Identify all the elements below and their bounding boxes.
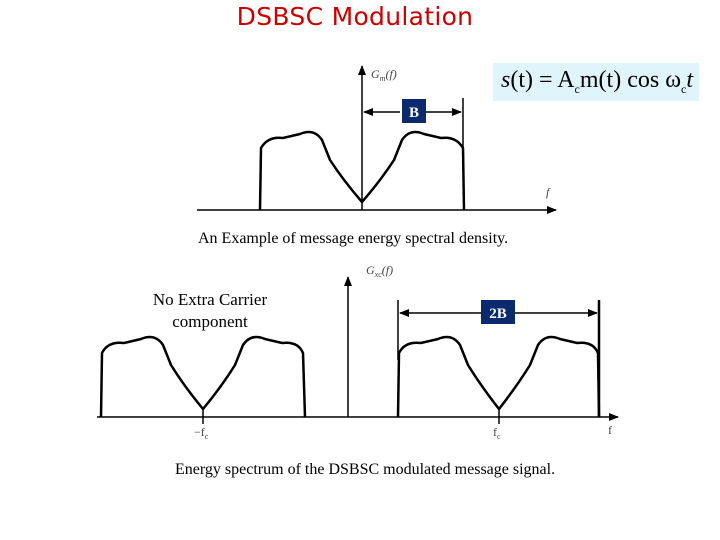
bottom-caption: Energy spectrum of the DSBSC modulated m… [175,461,556,478]
bottom-2b-label: 2B [489,306,507,322]
no-carrier-note: No Extra Carrier component [120,289,300,333]
bottom-x-axis-label: f [608,423,612,437]
top-x-axis-label: f [546,185,551,199]
carrier-label: fc [493,425,501,441]
top-b-label: B [409,105,419,121]
note-line-2: component [172,312,248,331]
neg-carrier-label: −fc [194,425,209,441]
top-y-axis-label: Gm(f) [371,67,397,83]
formula-s: s [501,67,511,93]
dsbsc-formula: s(t) = Acm(t) cos ωct [493,63,699,101]
top-message-spectrum [258,130,466,211]
top-caption: An Example of message energy spectral de… [198,230,509,247]
note-line-1: No Extra Carrier [152,290,268,309]
formula-sub-c2: c [680,81,687,96]
bottom-2b-label-box [481,300,515,324]
formula-t: t [686,67,693,93]
formula-part1: (t) = A [510,67,575,93]
formula-part2: m(t) cos ω [579,67,681,93]
bottom-right-band [396,335,601,418]
bottom-left-band [99,335,307,418]
top-b-label-box [402,99,426,123]
bottom-y-axis-label: Gxc(f) [366,263,393,279]
slide-title: DSBSC Modulation [236,2,474,31]
formula-sub-c1: c [574,81,580,96]
